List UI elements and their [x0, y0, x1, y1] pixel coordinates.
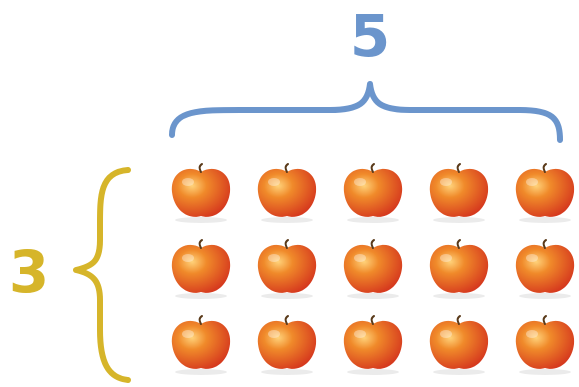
apple-icon — [424, 234, 494, 300]
apple-icon — [252, 310, 322, 376]
apple-icon — [338, 310, 408, 376]
apple-icon — [252, 158, 322, 224]
apple-icon — [252, 234, 322, 300]
apple-icon — [424, 310, 494, 376]
apple-icon — [166, 158, 236, 224]
apple-icon — [510, 310, 579, 376]
apple-icon — [338, 234, 408, 300]
apple-icon — [166, 310, 236, 376]
apple-icon — [510, 234, 579, 300]
apple-icon — [424, 158, 494, 224]
apple-icon — [338, 158, 408, 224]
apple-icon — [510, 158, 579, 224]
apple-icon — [166, 234, 236, 300]
